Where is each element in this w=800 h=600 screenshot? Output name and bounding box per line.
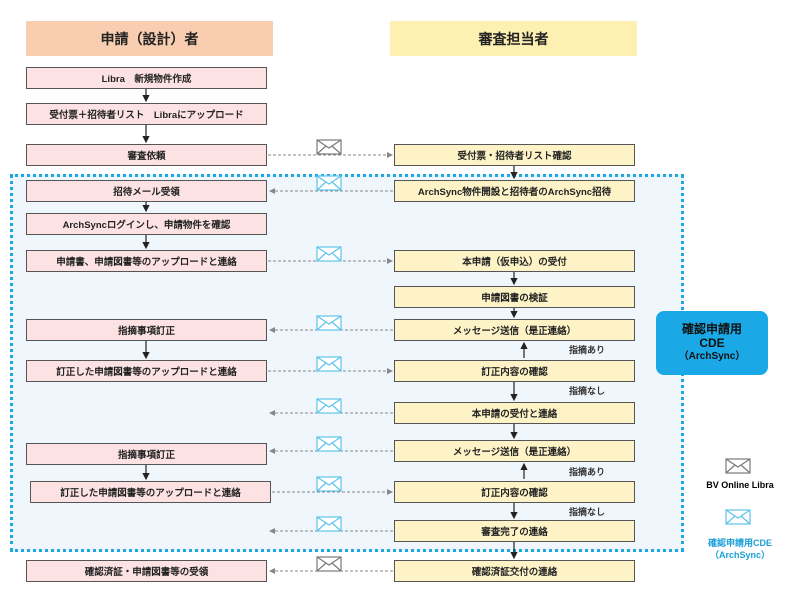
reviewer-step-4: 申請図書の検証 [394, 286, 635, 308]
legend-envelope-libra-icon [725, 458, 751, 474]
envelope-cde-icon [316, 175, 342, 191]
applicant-step-4: 招待メール受領 [26, 180, 267, 202]
applicant-header: 申請（設計）者 [26, 21, 273, 56]
envelope-cde-icon [316, 436, 342, 452]
reviewer-step-7: 本申請の受付と連絡 [394, 402, 635, 424]
cde-badge-line3: （ArchSync） [678, 351, 746, 362]
applicant-step-3: 審査依頼 [26, 144, 267, 166]
legend-cde-label-2: （ArchSync） [709, 550, 771, 560]
note-issues-found-2: 指摘あり [569, 467, 606, 477]
cde-badge-line1: 確認申請用 [681, 322, 742, 336]
applicant-step-6: 申請書、申請図書等のアップロードと連絡 [26, 250, 267, 272]
reviewer-step-5: メッセージ送信（是正連絡） [394, 319, 635, 341]
applicant-step-5: ArchSyncログインし、申請物件を確認 [26, 213, 267, 235]
envelope-cde-icon [316, 476, 342, 492]
envelope-cde-icon [316, 398, 342, 414]
reviewer-step-8: メッセージ送信（是正連絡） [394, 440, 635, 462]
legend-envelope-cde-icon [725, 509, 751, 525]
reviewer-step-10: 審査完了の連絡 [394, 520, 635, 542]
envelope-cde-icon [316, 246, 342, 262]
reviewer-step-11: 確認済証交付の連絡 [394, 560, 635, 582]
legend-libra-label: BV Online Libra [706, 480, 774, 490]
envelope-libra-icon [316, 556, 342, 572]
envelope-cde-icon [316, 516, 342, 532]
reviewer-step-1: 受付票・招待者リスト確認 [394, 144, 635, 166]
reviewer-step-9: 訂正内容の確認 [394, 481, 635, 503]
applicant-step-11: 確認済証・申請図書等の受領 [26, 560, 267, 582]
applicant-step-2: 受付票＋招待者リスト Libraにアップロード [26, 103, 267, 125]
applicant-step-9: 指摘事項訂正 [26, 443, 267, 465]
cde-badge-line2: CDE [699, 336, 725, 350]
applicant-step-7: 指摘事項訂正 [26, 319, 267, 341]
envelope-cde-icon [316, 315, 342, 331]
applicant-step-1: Libra 新規物件作成 [26, 67, 267, 89]
note-issues-found-1: 指摘あり [569, 345, 606, 355]
applicant-step-8: 訂正した申請図書等のアップロードと連絡 [26, 360, 267, 382]
envelope-libra-icon [316, 139, 342, 155]
reviewer-step-6: 訂正内容の確認 [394, 360, 635, 382]
reviewer-step-2: ArchSync物件開設と招待者のArchSync招待 [394, 180, 635, 202]
note-no-issues-2: 指摘なし [569, 507, 606, 517]
cde-badge: 確認申請用 CDE （ArchSync） [656, 311, 768, 375]
reviewer-header: 審査担当者 [390, 21, 637, 56]
applicant-step-10: 訂正した申請図書等のアップロードと連絡 [30, 481, 271, 503]
reviewer-step-3: 本申請（仮申込）の受付 [394, 250, 635, 272]
legend-cde-label-1: 確認申請用CDE [707, 538, 772, 548]
envelope-cde-icon [316, 356, 342, 372]
note-no-issues-1: 指摘なし [569, 386, 606, 396]
